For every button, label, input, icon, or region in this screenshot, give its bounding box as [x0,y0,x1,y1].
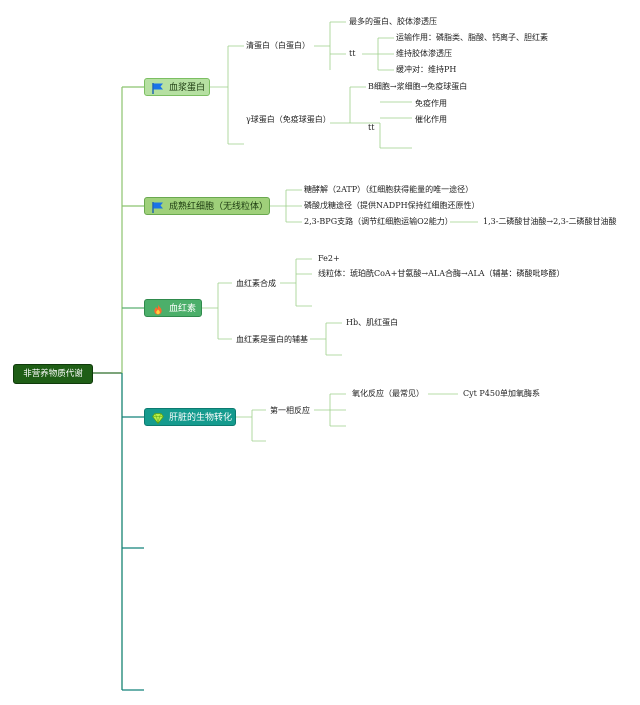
branch-mature-rbc[interactable]: 成熟红细胞（无线粒体） [144,197,270,215]
node-albumin-osmotic[interactable]: 最多的蛋白、胶体渗透压 [349,17,437,26]
node-transport[interactable]: 运输作用：磷脂类、脂酸、钙离子、胆红素 [396,33,548,42]
branch-label: 肝脏的生物转化 [169,413,233,423]
branch-heme[interactable]: 血红素 [144,299,202,317]
node-oxidation[interactable]: 氧化反应（最常见） [352,389,424,398]
branch-label: 血浆蛋白 [169,83,206,93]
node-immune[interactable]: 免疫作用 [415,99,447,108]
node-mitochondria[interactable]: 线粒体：琥珀酰CoA+甘氨酸→ALA合酶→ALA（辅基：磷酸吡哆醛） [318,269,565,278]
node-osmotic[interactable]: 维持胶体渗透压 [396,49,452,58]
flag-icon [152,202,163,213]
branch-liver-biotransformation[interactable]: 肝脏的生物转化 [144,408,236,426]
node-bpg-reaction[interactable]: 1,3-二磷酸甘油酸→2,3-二磷酸甘油酸 [483,217,617,226]
node-tt[interactable]: tt [368,123,375,132]
branch-label: 成熟红细胞（无线粒体） [169,202,269,212]
node-albumin[interactable]: 清蛋白（白蛋白） [246,41,310,50]
gem-icon [152,413,164,424]
flag-icon [152,83,163,94]
node-heme-cofactor[interactable]: 血红素是蛋白的辅基 [236,335,308,344]
node-hb[interactable]: Hb、肌红蛋白 [346,318,399,327]
node-cyp450[interactable]: Cyt P450单加氧酶系 [463,389,541,398]
node-bcell[interactable]: B细胞→浆细胞→免疫球蛋白 [368,82,468,91]
branch-plasma-protein[interactable]: 血浆蛋白 [144,78,210,96]
node-bpg[interactable]: 2,3-BPG支路（调节红细胞运输O2能力） [304,217,453,226]
node-glycolysis[interactable]: 糖酵解（2ATP）（红细胞获得能量的唯一途径） [304,185,474,194]
node-gamma-globulin[interactable]: γ球蛋白（免疫球蛋白） [246,115,331,124]
node-fe[interactable]: Fe2+ [318,254,340,263]
node-phase1[interactable]: 第一相反应 [270,406,310,415]
root-topic[interactable]: 非营养物质代谢 [13,364,93,384]
node-buffer[interactable]: 缓冲对：维持PH [396,65,457,74]
node-ppp[interactable]: 磷酸戊糖途径（提供NADPH保持红细胞还原性） [304,201,480,210]
branch-label: 血红素 [169,304,197,314]
node-heme-synthesis[interactable]: 血红素合成 [236,279,276,288]
node-tt[interactable]: tt [349,49,356,58]
node-catalytic[interactable]: 催化作用 [415,115,447,124]
fire-icon [154,304,162,315]
